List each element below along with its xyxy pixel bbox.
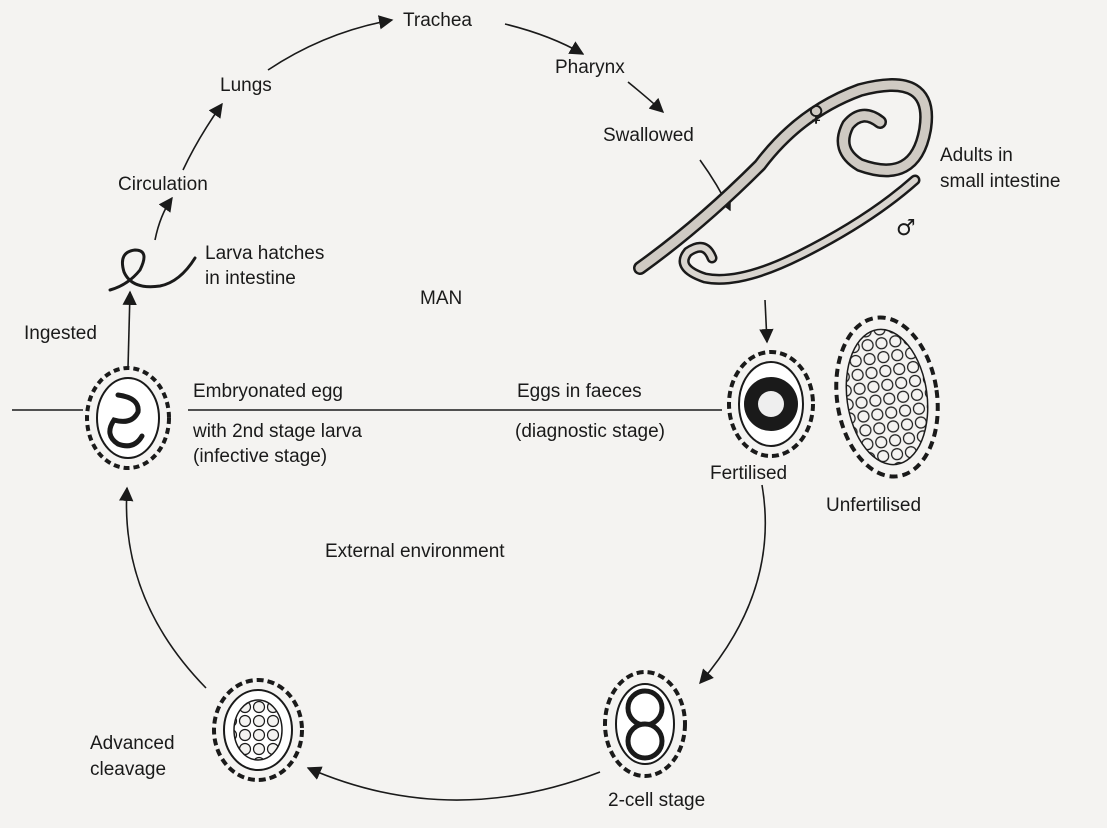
label-eggs-faeces-2: (diagnostic stage) [515, 421, 665, 443]
female-symbol-icon: ♀ [808, 104, 824, 126]
advanced-cleavage-egg-icon [214, 680, 302, 780]
label-ingested: Ingested [24, 323, 97, 345]
label-fertilised: Fertilised [710, 463, 787, 485]
arrow-ingested [128, 292, 130, 368]
label-embryonated-3: (infective stage) [193, 446, 327, 468]
label-external-environment: External environment [325, 541, 505, 563]
label-larva-hatches-2: in intestine [205, 268, 296, 290]
label-larva-hatches-1: Larva hatches [205, 243, 324, 265]
adult-worms-icon [640, 85, 926, 279]
arrow-to-trachea [268, 20, 392, 70]
label-unfertilised: Unfertilised [826, 495, 921, 517]
larva-icon [110, 250, 195, 290]
label-advanced-1: Advanced [90, 733, 175, 755]
label-swallowed: Swallowed [603, 125, 694, 147]
arrow-to-lungs [183, 104, 222, 170]
label-advanced-2: cleavage [90, 759, 166, 781]
male-symbol-icon: ♂ [896, 218, 916, 240]
label-adults-2: small intestine [940, 171, 1060, 193]
label-two-cell: 2-cell stage [608, 790, 705, 812]
unfertilised-egg-icon [826, 311, 947, 483]
arrow-to-embryonated [126, 488, 206, 688]
label-circulation: Circulation [118, 174, 208, 196]
arrow-to-pharynx [505, 24, 583, 54]
label-embryonated-2: with 2nd stage larva [193, 421, 362, 443]
arrow-to-circulation [155, 198, 172, 240]
fertilised-egg-icon [729, 352, 813, 456]
label-man: MAN [420, 288, 462, 310]
arrow-to-2cell [700, 485, 765, 683]
embryonated-egg-icon [87, 368, 169, 468]
arrow-to-swallowed [628, 82, 663, 112]
label-embryonated-1: Embryonated egg [193, 381, 343, 403]
arrow-to-advanced [308, 768, 600, 800]
label-trachea: Trachea [403, 10, 472, 32]
arrow-to-fertilised [765, 300, 767, 342]
label-lungs: Lungs [220, 75, 272, 97]
two-cell-egg-icon [605, 672, 685, 776]
label-adults-1: Adults in [940, 145, 1013, 167]
label-pharynx: Pharynx [555, 57, 625, 79]
label-eggs-faeces-1: Eggs in faeces [517, 381, 642, 403]
